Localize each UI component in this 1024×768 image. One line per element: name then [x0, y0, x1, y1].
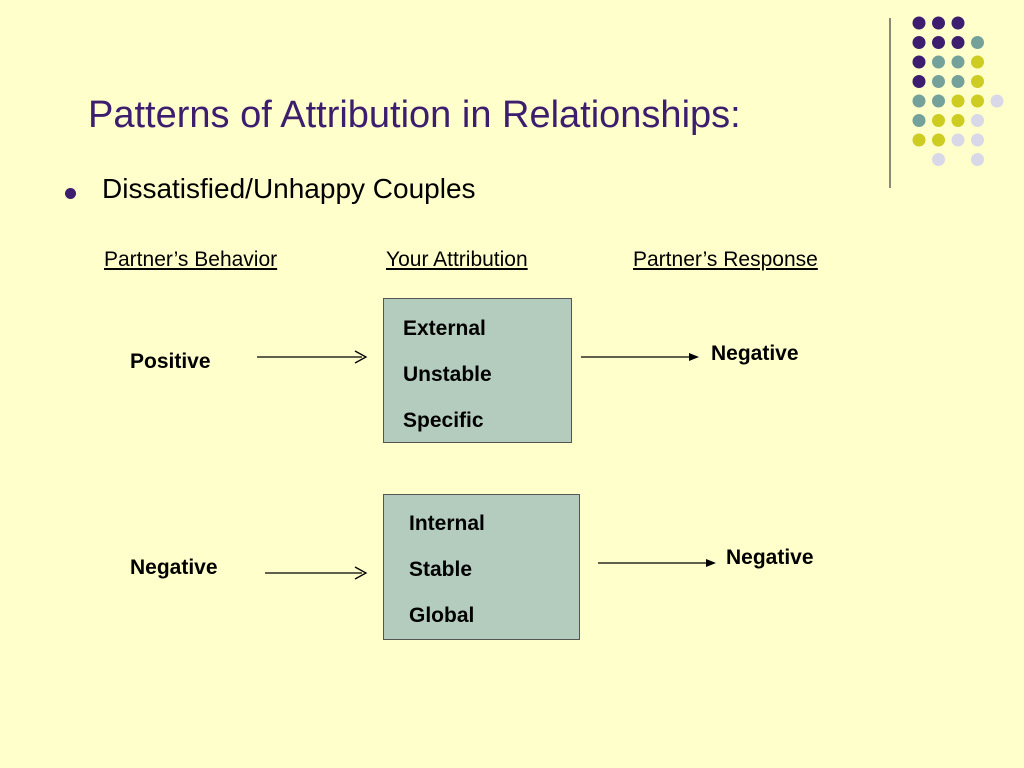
decorative-dot [951, 16, 965, 30]
header-your-attribution: Your Attribution [386, 248, 528, 271]
decorative-dot [971, 94, 984, 108]
slide-title: Patterns of Attribution in Relationships… [88, 94, 741, 136]
decorative-dot [932, 55, 945, 69]
decorative-dot [951, 36, 965, 49]
bullet-icon [65, 188, 76, 199]
row1-input-arrow [257, 350, 368, 364]
row2-attribution-item: Global [409, 604, 475, 627]
header-partner-behavior: Partner’s Behavior [104, 248, 278, 271]
decorative-dot [951, 75, 965, 88]
decorative-dot [971, 114, 984, 127]
decorative-dot [932, 16, 945, 30]
row2-output-arrow [598, 559, 716, 567]
decorative-dot [912, 133, 926, 147]
decorative-dot [932, 36, 945, 49]
title-divider-line [889, 18, 891, 188]
decorative-dot [912, 114, 926, 127]
row2-response-label: Negative [726, 546, 814, 569]
row2-attribution-item: Stable [409, 558, 473, 581]
decorative-dot [971, 55, 984, 69]
decorative-dot-grid [912, 16, 1004, 166]
row1-attribution-item: Specific [403, 409, 484, 432]
decorative-dot [971, 75, 984, 88]
decorative-dot [951, 133, 965, 147]
decorative-dot [971, 36, 984, 49]
row1-attribution-item: External [403, 317, 486, 340]
row1-behavior-label: Positive [130, 350, 211, 373]
decorative-dot [912, 55, 926, 69]
decorative-dot [912, 36, 926, 49]
row2-attribution-item: Internal [409, 512, 485, 535]
decorative-dot [932, 153, 945, 166]
decorative-dot [951, 114, 965, 127]
decorative-dot [932, 75, 945, 88]
row1-output-arrow [581, 353, 699, 361]
bullet-text: Dissatisfied/Unhappy Couples [102, 173, 476, 204]
decorative-dot [971, 133, 984, 147]
row1-attribution-item: Unstable [403, 363, 492, 386]
decorative-dot [932, 114, 945, 127]
row1-attribution-box: External Unstable Specific [383, 298, 572, 443]
row2-input-arrow [265, 566, 368, 580]
decorative-dot [912, 75, 926, 88]
decorative-dot [912, 94, 926, 108]
decorative-dot [951, 94, 965, 108]
decorative-dot [971, 153, 984, 166]
header-partner-response: Partner’s Response [633, 248, 818, 271]
row2-behavior-label: Negative [130, 556, 218, 579]
decorative-dot [932, 94, 945, 108]
decorative-dot [990, 94, 1004, 108]
row1-response-label: Negative [711, 342, 799, 365]
decorative-dot [951, 55, 965, 69]
decorative-dot [912, 16, 926, 30]
row2-attribution-box: Internal Stable Global [383, 494, 580, 640]
decorative-dot [932, 133, 945, 147]
